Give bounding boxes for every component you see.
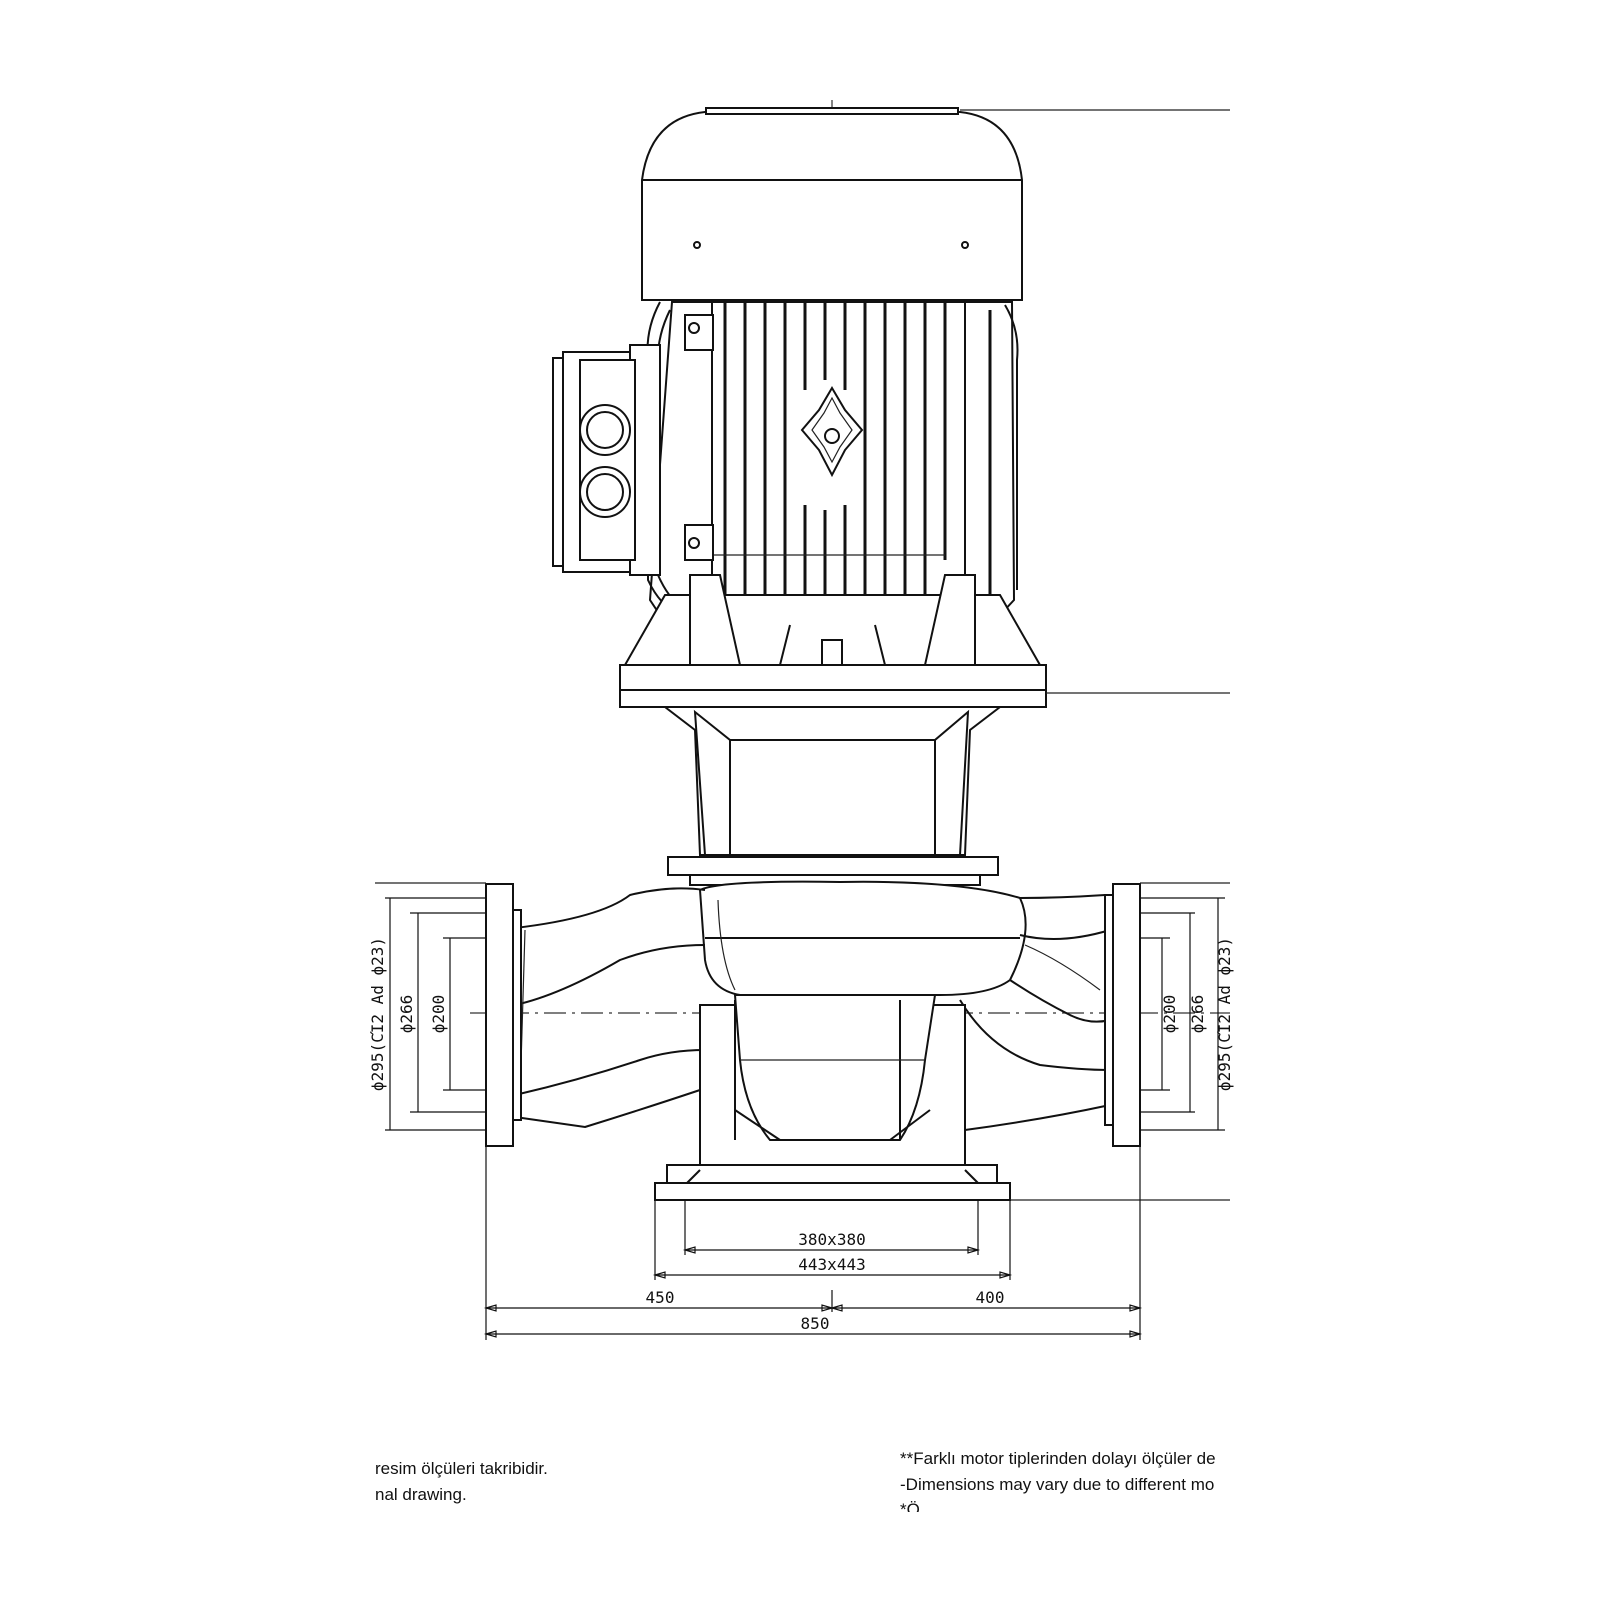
cable-gland-lower — [579, 466, 631, 518]
right-flange-dimensions: ϕ200 ϕ266 ϕ295(ϹΊ2 Ad ϕ23) — [1140, 897, 1234, 1131]
dim-left-length: 450 — [646, 1288, 675, 1307]
base-dimensions: 380x380 443x443 — [652, 1200, 1013, 1280]
dim-flange-bore-right: ϕ200 — [1160, 995, 1179, 1034]
note-left-line1: resim ölçüleri takribidir. — [375, 1459, 548, 1478]
lifting-eye — [800, 386, 864, 478]
left-flange — [485, 883, 522, 1147]
dim-right-length: 400 — [976, 1288, 1005, 1307]
left-inlet-pipe — [514, 887, 706, 1129]
dim-base-outer: 443x443 — [798, 1255, 865, 1274]
dim-flange-pcd-left: ϕ266 — [397, 995, 416, 1034]
dim-flange-outer-right: ϕ295(ϹΊ2 Ad ϕ23) — [1215, 937, 1234, 1091]
dim-flange-outer-left: ϕ295(ϹΊ2 Ad ϕ23) — [368, 937, 387, 1091]
right-outlet-pipe — [959, 894, 1111, 1131]
motor-fan-cover — [641, 107, 1023, 301]
pump-volute — [698, 880, 1027, 996]
terminal-box — [552, 344, 661, 576]
note-right-line1: **Farklı motor tiplerinden dolayı ölçüle… — [900, 1449, 1216, 1468]
pump-pedestal — [699, 994, 966, 1171]
cable-gland-upper — [579, 404, 631, 456]
dim-flange-pcd-right: ϕ266 — [1188, 995, 1207, 1034]
dim-flange-bore-left: ϕ200 — [429, 995, 448, 1034]
left-flange-dimensions: ϕ295(ϹΊ2 Ad ϕ23) ϕ266 ϕ200 — [368, 897, 486, 1131]
note-left-line2: nal drawing. — [375, 1485, 467, 1504]
note-right-line2: -Dimensions may vary due to different mo — [900, 1475, 1215, 1494]
motor-body — [646, 301, 1019, 616]
note-right-line3: *Ö — [900, 1500, 920, 1512]
dim-total-length: 850 — [801, 1314, 830, 1333]
dim-base-inner: 380x380 — [798, 1230, 865, 1249]
right-flange — [1104, 883, 1141, 1147]
base-plate — [654, 1164, 1011, 1201]
lantern-adapter — [662, 706, 1003, 886]
motor-flange — [619, 574, 1047, 708]
cooling-fins — [723, 302, 992, 610]
length-dimensions: 450 400 850 — [483, 1146, 1143, 1340]
